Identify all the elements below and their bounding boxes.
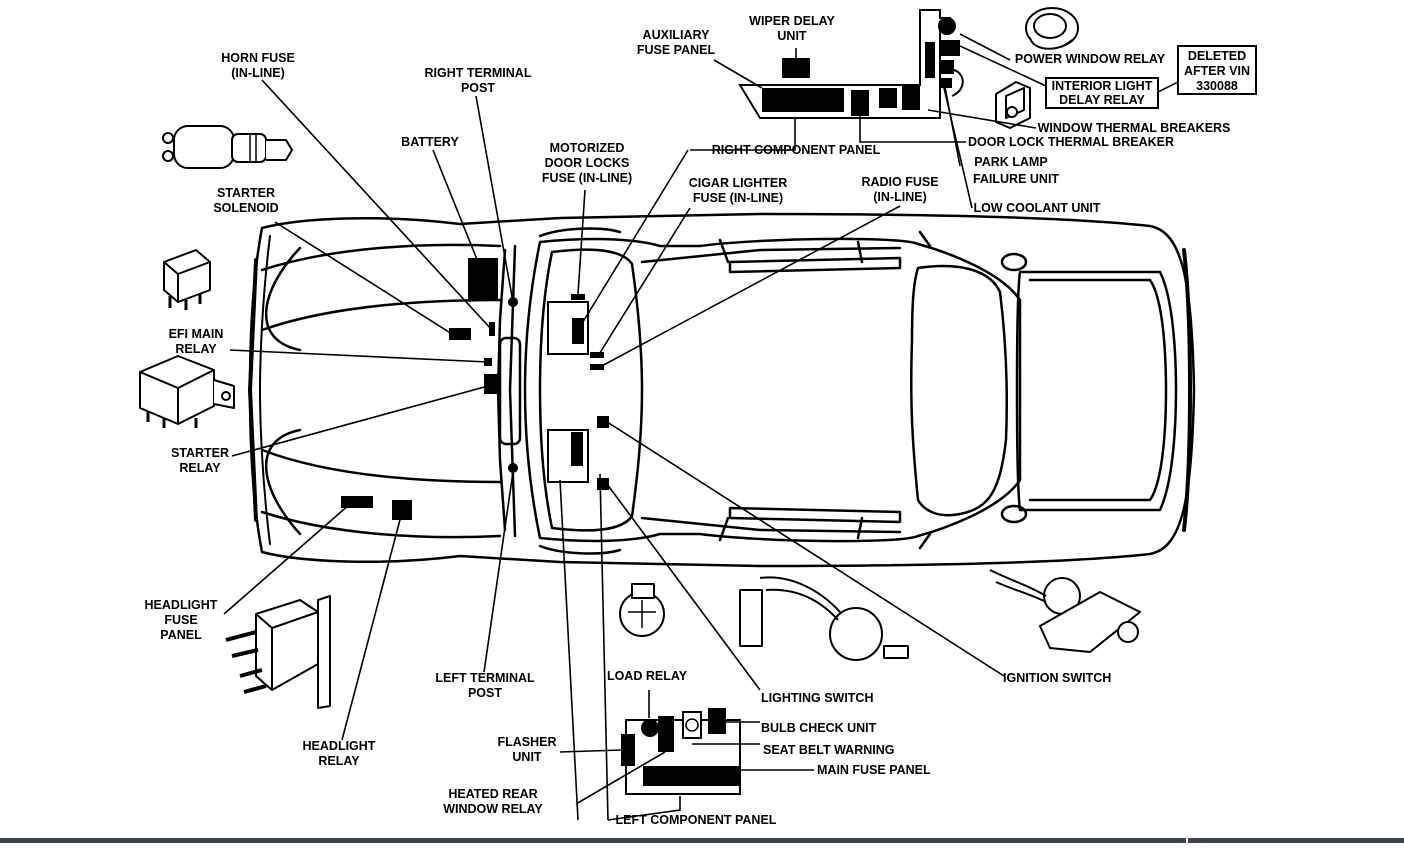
leader-lines xyxy=(223,33,1179,821)
label-ignition-switch: IGNITION SWITCH xyxy=(1003,671,1111,685)
right-component-panel-outline xyxy=(547,301,589,355)
switch-harness-icon xyxy=(739,576,909,661)
small-relay-icon xyxy=(163,249,211,310)
starter-solenoid-block xyxy=(449,328,471,340)
footer-bar xyxy=(0,838,1404,843)
efi-relay-icon xyxy=(139,355,235,428)
footer-separator xyxy=(1186,838,1188,843)
starter-solenoid-icon xyxy=(162,125,293,169)
left-panel-inset xyxy=(621,708,741,795)
interior-light-relay-icon xyxy=(995,81,1031,129)
label-power-window-relay: POWER WINDOW RELAY xyxy=(1015,52,1166,66)
ignition-switch-icon xyxy=(989,569,1141,653)
auxiliary-panel-inset xyxy=(738,9,964,119)
headlight-fuse-panel-block xyxy=(341,496,373,508)
left-terminal-post-dot xyxy=(508,463,518,473)
label-lighting-switch: LIGHTING SWITCH xyxy=(761,691,874,705)
label-door-lock-thermal-breaker: DOOR LOCK THERMAL BREAKER xyxy=(968,135,1174,149)
labels-left-aligned: BULB CHECK UNIT SEAT BELT WARNING MAIN F… xyxy=(761,671,1111,777)
label-horn-fuse: HORN FUSE(IN-LINE) xyxy=(221,51,295,80)
component-panels-on-car xyxy=(547,301,589,483)
lighting-switch-block xyxy=(597,416,609,428)
starter-relay-block xyxy=(484,374,500,394)
headlight-relay-icon xyxy=(225,595,331,709)
battery-block xyxy=(468,258,498,300)
label-window-thermal-breakers: WINDOW THERMAL BREAKERS xyxy=(1038,121,1231,135)
lighting-switch-icon xyxy=(619,583,665,637)
label-battery: BATTERY xyxy=(401,135,459,149)
headlight-relay-block xyxy=(392,500,412,520)
label-right-component-panel: RIGHT COMPONENT PANEL xyxy=(712,143,881,157)
label-seat-belt-warning: SEAT BELT WARNING xyxy=(763,743,894,757)
label-radio-fuse: RADIO FUSE(IN-LINE) xyxy=(861,175,938,204)
label-main-fuse-panel: MAIN FUSE PANEL xyxy=(817,763,931,777)
left-component-panel-outline xyxy=(547,429,589,483)
left-component-panel-block xyxy=(571,432,583,466)
power-window-relay-icon xyxy=(1025,7,1079,50)
label-left-component-panel: LEFT COMPONENT PANEL xyxy=(616,813,777,827)
part-illustrations xyxy=(139,7,1141,709)
label-low-coolant-unit: LOW COOLANT UNIT xyxy=(973,201,1100,215)
radio-fuse-block xyxy=(590,364,604,370)
label-bulb-check-unit: BULB CHECK UNIT xyxy=(761,721,877,735)
label-load-relay: LOAD RELAY xyxy=(607,669,688,683)
motorized-door-locks-fuse-block xyxy=(571,294,585,300)
vin-note-boxes xyxy=(1045,45,1257,109)
cigar-fuse-block xyxy=(590,352,604,358)
car-outline xyxy=(248,212,1196,568)
